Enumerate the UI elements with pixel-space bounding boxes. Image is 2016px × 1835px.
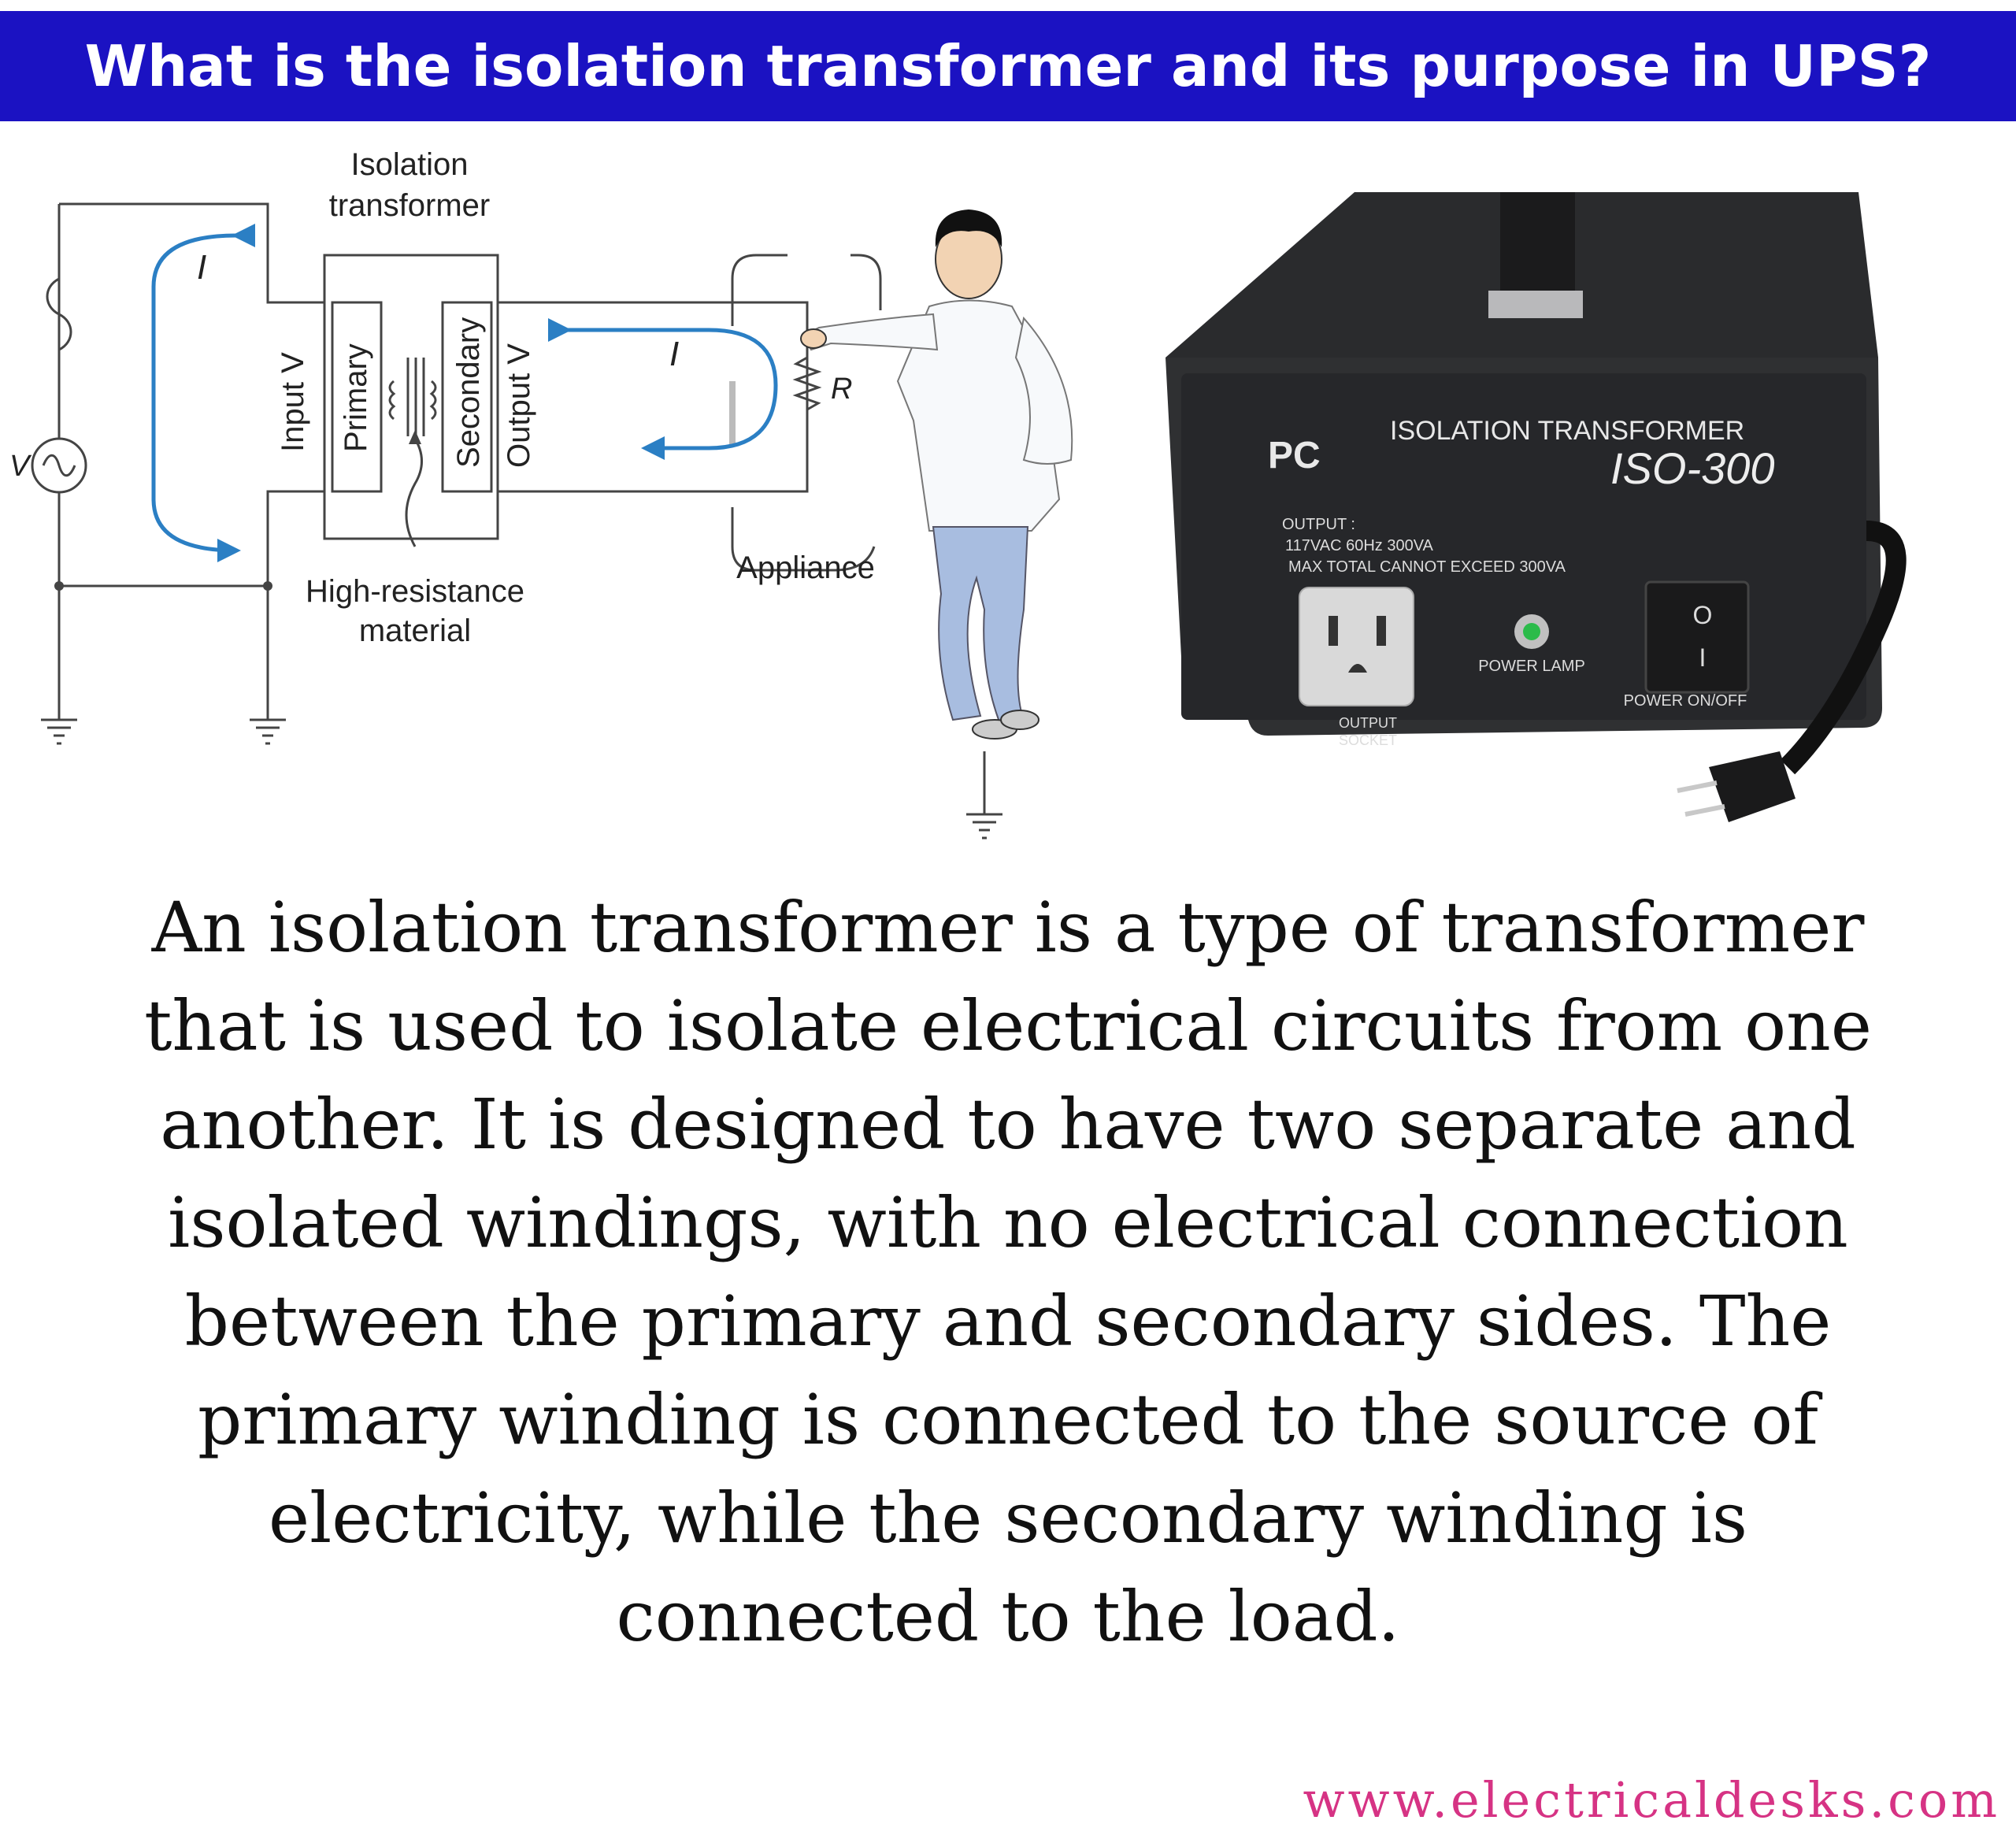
material-pointer-head xyxy=(409,430,421,444)
product-handle xyxy=(1500,192,1575,318)
resistor-symbol xyxy=(792,356,822,411)
product-socket-label-1: OUTPUT xyxy=(1339,715,1397,731)
label-resistor: R xyxy=(831,373,852,406)
label-transformer: transformer xyxy=(329,188,491,223)
switch-on-mark: I xyxy=(1699,643,1707,672)
product-plug-prongs xyxy=(1677,780,1725,817)
ground-icon xyxy=(966,813,1002,840)
label-appliance: Appliance xyxy=(736,550,875,585)
product-model: ISO-300 xyxy=(1610,443,1775,493)
label-current-right: I xyxy=(669,335,679,373)
label-isolation: Isolation xyxy=(351,147,469,182)
product-power-cord xyxy=(1780,521,1907,775)
person-hand xyxy=(800,328,827,349)
junction-dot xyxy=(54,581,64,591)
label-output-v: Output V xyxy=(502,343,536,468)
appliance-bracket-tl xyxy=(731,254,788,326)
switch-off-mark: O xyxy=(1693,601,1713,629)
secondary-coil xyxy=(429,380,437,421)
input-bottom-wire xyxy=(59,490,324,588)
product-handle-clip xyxy=(1488,291,1583,318)
figure-area: Isolation transformer I I R V Appliance … xyxy=(0,121,2016,869)
ground-icon xyxy=(250,718,286,745)
label-current-left: I xyxy=(197,248,206,287)
primary-coil xyxy=(388,380,396,421)
product-output-max: MAX TOTAL CANNOT EXCEED 300VA xyxy=(1288,558,1566,576)
socket-ground-hole xyxy=(1348,664,1367,673)
person-hair xyxy=(935,209,1002,247)
transformer-core xyxy=(406,358,425,436)
fuse-symbol xyxy=(46,277,72,351)
circuit-diagram xyxy=(31,202,986,814)
secondary-box xyxy=(441,301,493,493)
page-title: What is the isolation transformer and it… xyxy=(84,33,1932,99)
appliance-bracket-tr xyxy=(850,254,882,310)
current-arrow-right xyxy=(548,318,778,460)
product-lamp-label: POWER LAMP xyxy=(1478,658,1585,675)
ground-icon xyxy=(41,718,77,745)
label-material: material xyxy=(359,614,471,648)
label-input-v: Input V xyxy=(276,352,310,452)
title-banner: What is the isolation transformer and it… xyxy=(0,11,2016,121)
product-brand-logo: PC xyxy=(1268,435,1321,476)
product-plug xyxy=(1709,751,1796,822)
socket-slot xyxy=(1329,616,1338,646)
output-loop-wire xyxy=(498,301,809,493)
current-arrows xyxy=(151,223,778,562)
ground-symbols xyxy=(41,718,1002,840)
current-arrow-left xyxy=(151,223,256,562)
primary-box xyxy=(331,301,383,493)
product-title: ISOLATION TRANSFORMER xyxy=(1390,416,1744,446)
junction-dot xyxy=(263,581,272,591)
input-top-wire xyxy=(59,202,324,304)
product-output-spec: 117VAC 60Hz 300VA xyxy=(1285,537,1434,554)
product-switch-label: POWER ON/OFF xyxy=(1624,692,1747,710)
label-source-v: V xyxy=(9,450,32,483)
power-lamp-led xyxy=(1523,623,1540,640)
label-high-resistance: High-resistance xyxy=(306,574,524,609)
appliance-bracket-bottom xyxy=(731,507,876,572)
product-output-label: OUTPUT : xyxy=(1282,516,1355,533)
socket-slot xyxy=(1377,616,1386,646)
product-socket-label-2: SOCKET xyxy=(1339,732,1397,748)
material-pointer xyxy=(405,436,423,547)
footer-url[interactable]: www.electricaldesks.com xyxy=(1303,1771,2000,1829)
person-illustration xyxy=(800,209,1073,740)
person-jeans xyxy=(932,526,1029,725)
label-secondary: Secondary xyxy=(451,317,486,468)
body-paragraph: An isolation transformer is a type of tr… xyxy=(144,887,1872,1657)
product-power-switch xyxy=(1644,580,1750,694)
ac-wave xyxy=(42,454,76,477)
product-output-socket xyxy=(1299,587,1414,706)
label-primary: Primary xyxy=(339,343,373,452)
person-shoe xyxy=(1000,710,1040,730)
person-arm-hip xyxy=(1014,316,1073,465)
product-photo: PC ISOLATION TRANSFORMER ISO-300 OUTPUT … xyxy=(1166,192,1907,822)
figure-svg: Isolation transformer I I R V Appliance … xyxy=(9,147,1907,840)
